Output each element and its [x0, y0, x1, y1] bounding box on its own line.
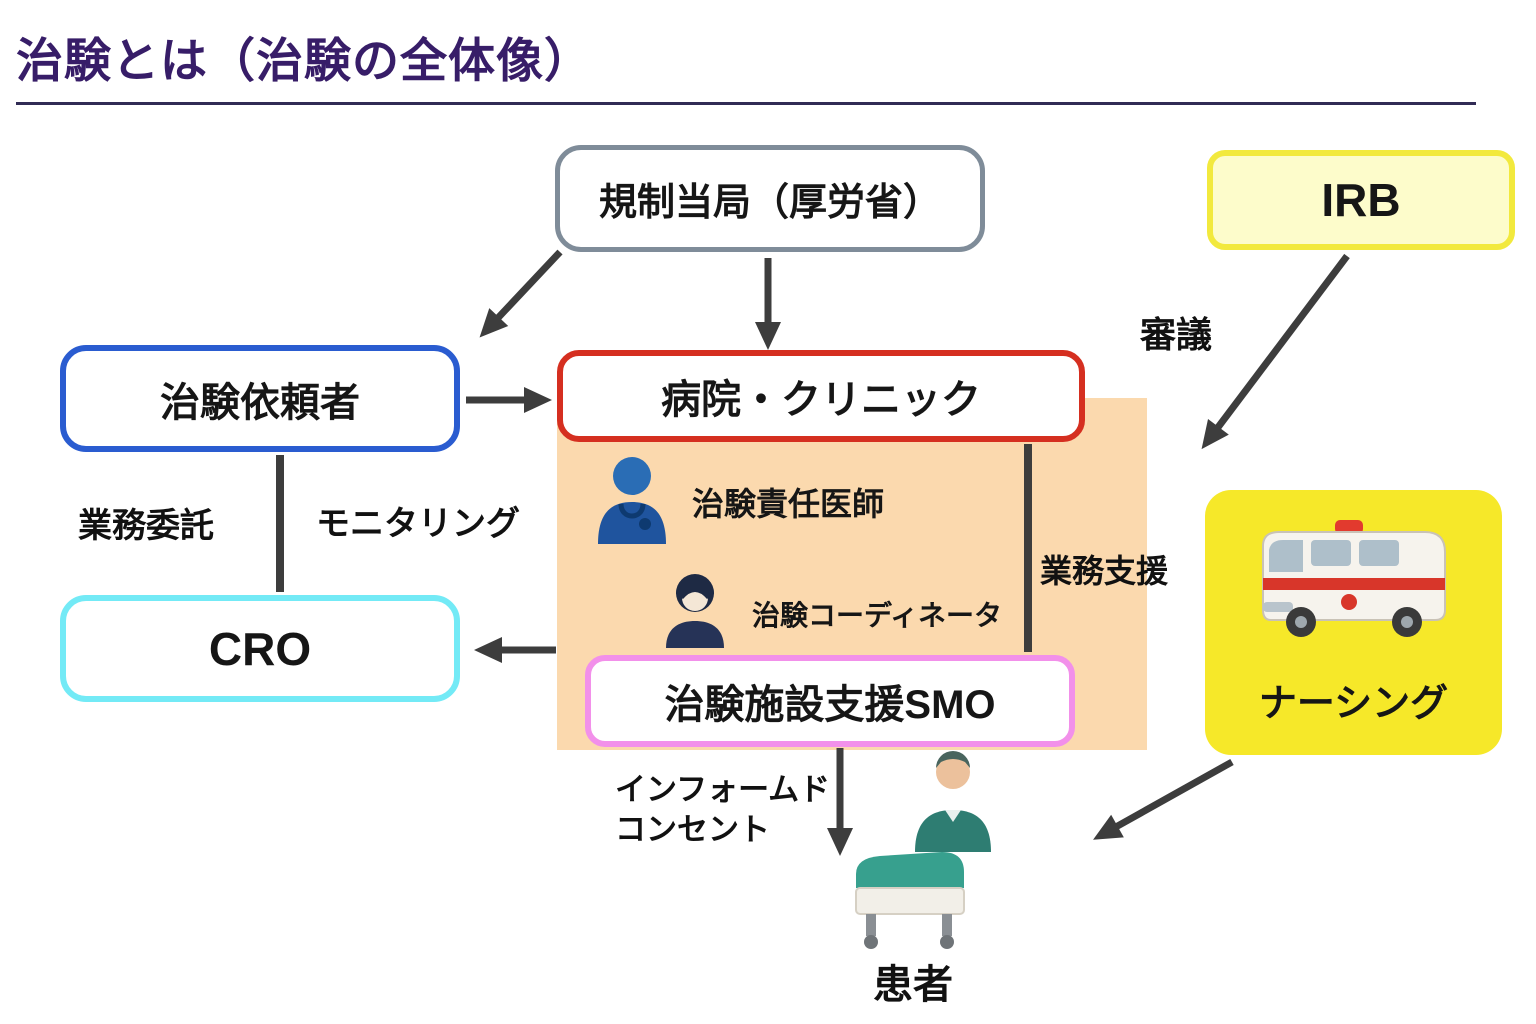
node-regulator-label: 規制当局（厚労省）	[598, 182, 941, 224]
edge-label-outsourcing: 業務委託	[78, 507, 214, 545]
arrow-nursing-to-patient	[1093, 758, 1234, 840]
role-doctor-label: 治験責任医師	[692, 486, 885, 522]
arrow-regulator-to-sponsor	[479, 249, 563, 338]
arrow-irb-to-hospital	[1201, 253, 1350, 450]
node-cro-label: CRO	[208, 622, 312, 675]
edge-label-monitoring: モニタリング	[316, 505, 520, 543]
node-nursing-label: ナーシング	[1258, 683, 1449, 725]
doctor-icon	[592, 452, 672, 552]
node-sponsor: 治験依頼者	[60, 345, 460, 452]
node-irb-label: IRB	[1321, 174, 1401, 226]
node-regulator: 規制当局（厚労省）	[555, 145, 985, 252]
title-underline	[16, 102, 1476, 105]
edge-label-operation-support: 業務支援	[1040, 553, 1169, 589]
edge-label-review: 審議	[1140, 314, 1213, 355]
patient-label: 患者	[873, 963, 953, 1007]
node-irb: IRB	[1207, 150, 1515, 250]
node-nursing: ナーシング	[1205, 490, 1502, 755]
node-hospital-label: 病院・クリニック	[661, 378, 981, 422]
bed-icon	[846, 836, 974, 959]
role-coordinator: 治験コーディネータ	[662, 572, 1002, 655]
patient-icon	[905, 748, 1001, 857]
edge-label-informed-consent: インフォームド コンセント	[615, 770, 830, 851]
ambulance-icon	[1249, 506, 1459, 666]
node-smo-label: 治験施設支援SMO	[664, 683, 996, 727]
role-doctor: 治験責任医師	[592, 452, 884, 552]
node-smo: 治験施設支援SMO	[585, 655, 1075, 747]
informed-consent-line1: インフォームド	[615, 772, 831, 807]
node-sponsor-label: 治験依頼者	[160, 380, 360, 425]
coordinator-icon	[662, 572, 728, 655]
node-cro: CRO	[60, 595, 460, 702]
role-coordinator-label: 治験コーディネータ	[752, 599, 1003, 631]
page-title: 治験とは（治験の全体像）	[16, 34, 592, 87]
node-hospital: 病院・クリニック	[557, 350, 1085, 442]
informed-consent-line2: コンセント	[615, 812, 770, 848]
